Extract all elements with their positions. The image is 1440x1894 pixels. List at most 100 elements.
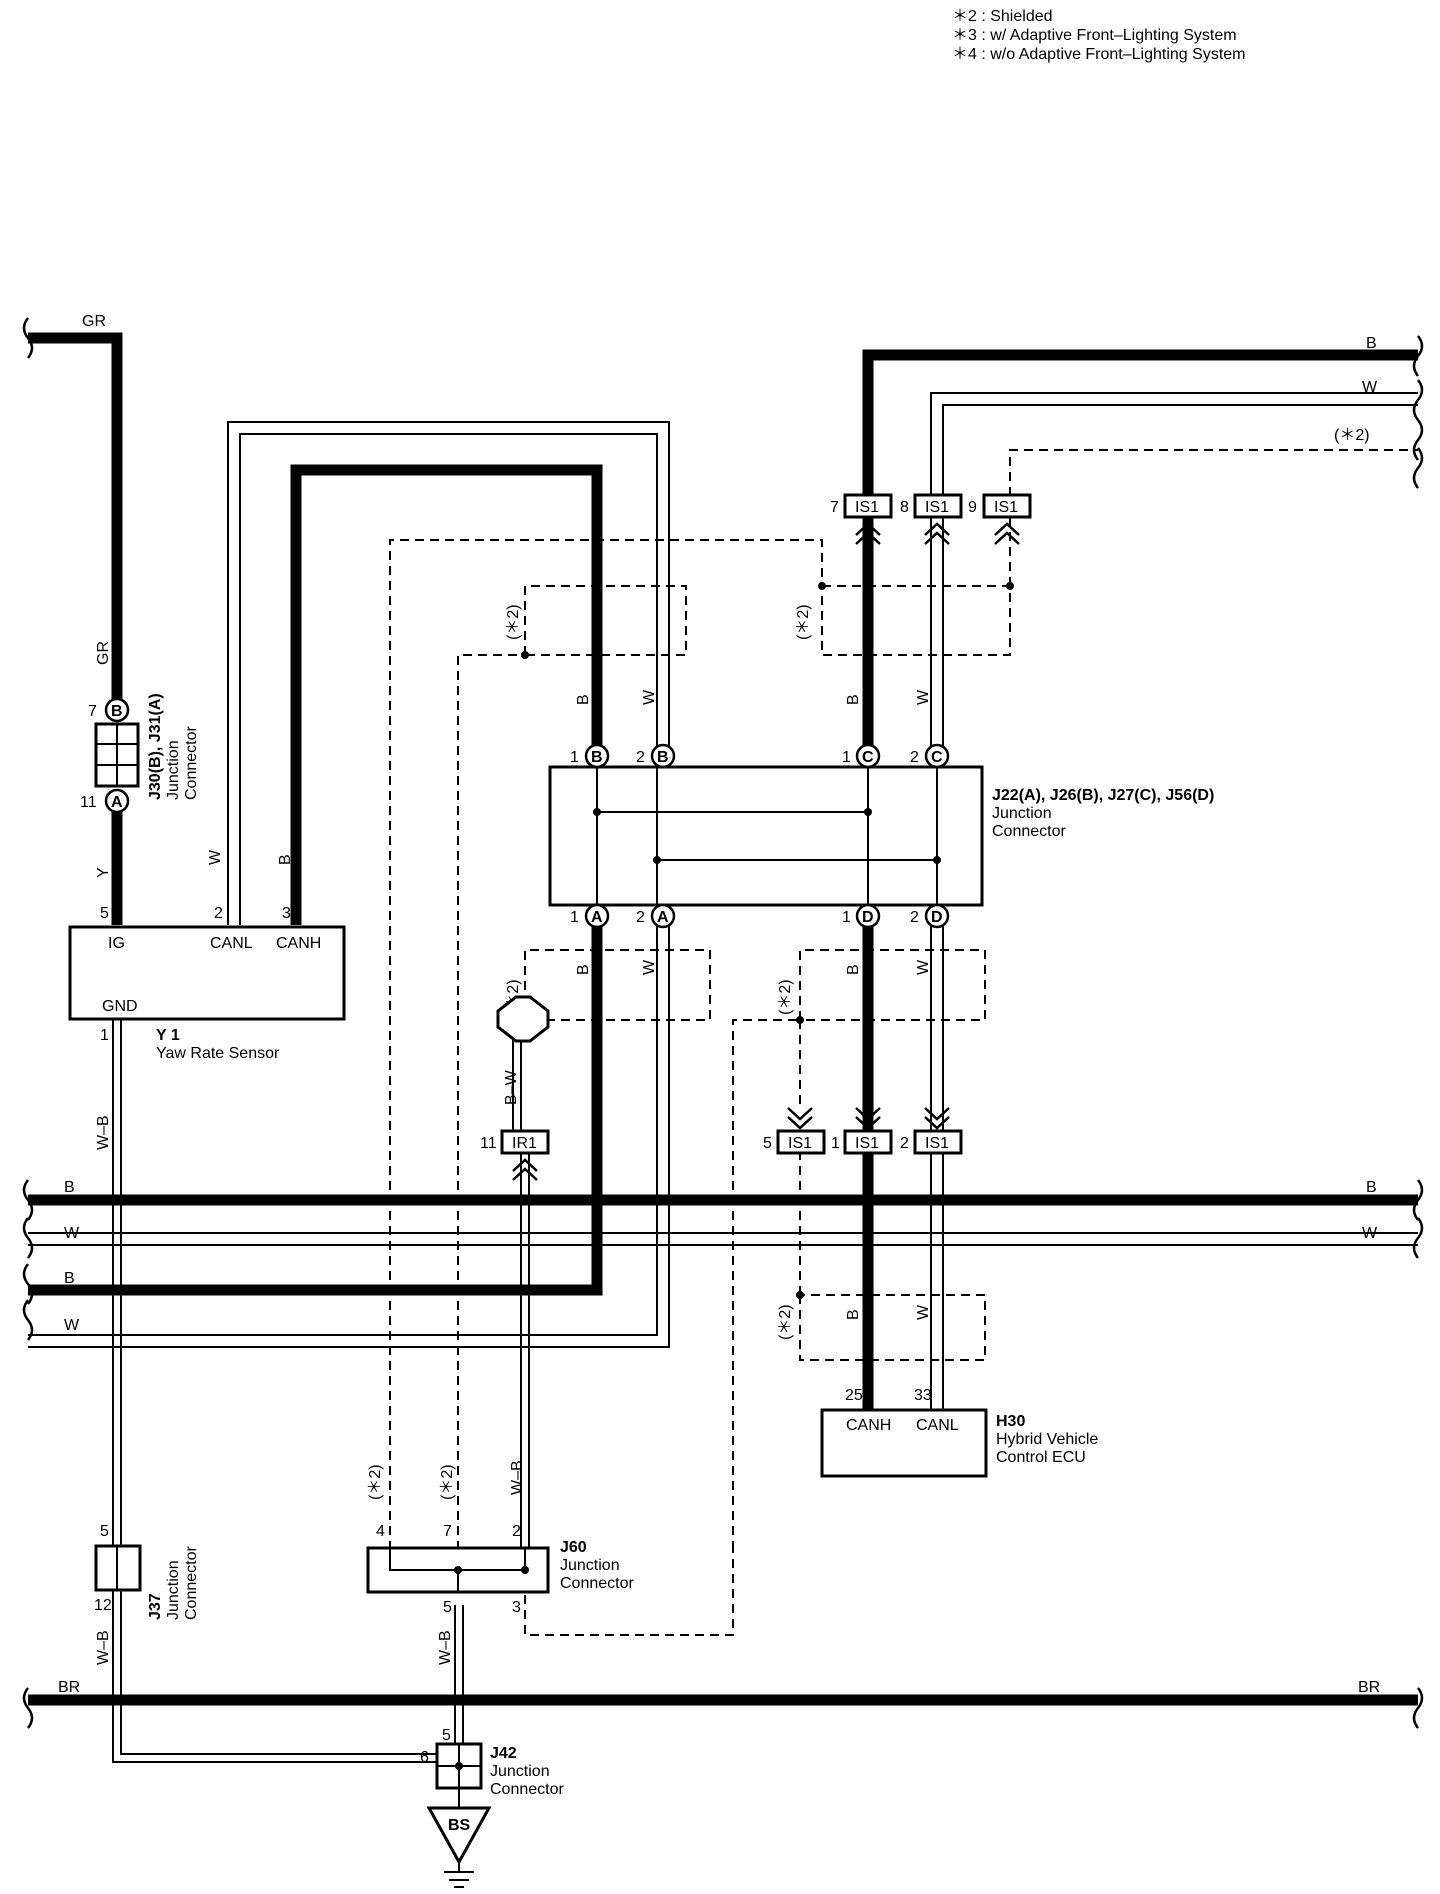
pin-number: 1 [842,749,851,766]
pin-number: 1 [100,1027,109,1044]
pin-number: 1 [570,749,579,766]
wire-labels: GR GR Y W B B W B W B W B W B W W–B W–B … [58,313,1380,1696]
connector-label: IS1 [788,1135,812,1152]
pin-number: 1 [831,1135,840,1152]
wire-label-gr: GR [95,641,112,665]
wire-label-w: W [915,1304,932,1320]
wire-label-wb: W–B [95,1630,112,1665]
wire-label-y: Y [95,867,112,878]
shield-mark: (＊2) [367,1464,384,1500]
ground-label: BS [448,1817,471,1834]
wire-label-gr: GR [82,313,106,330]
pin-tag: C [931,749,943,766]
connector-suffix: Connector [490,1781,564,1798]
component-desc: Hybrid Vehicle [996,1431,1098,1448]
wire-label-w: W [1362,1225,1378,1242]
wire-label-br: BR [58,1679,80,1696]
pin-tag: B [111,703,123,720]
j22-junction-connector: B B C C 1 2 1 2 A A D D 1 2 1 2 J22(A), … [548,743,1214,929]
wire-label-b: B [845,1309,862,1320]
wire-label-b: B [845,964,862,975]
pin-number: 5 [100,905,109,922]
wire-label-w: W [64,1225,80,1242]
note-without-afs: ＊4 : w/o Adaptive Front–Lighting System [952,46,1246,63]
pin-tag: C [862,749,874,766]
connector-type: Junction [490,1763,550,1780]
connector-type: Junction [165,1560,182,1620]
pin-number: 2 [636,909,645,926]
pin-number: 9 [968,499,977,516]
connector-type: Junction [560,1557,620,1574]
component-desc: Yaw Rate Sensor [156,1045,280,1062]
pin-tag: A [591,909,603,926]
terminal-gnd: GND [102,998,138,1015]
wire-label-b: B [575,964,592,975]
terminal-ig: IG [108,935,125,952]
connector-name: J30(B), J31(A) [147,693,164,800]
shield-mark: (＊2) [795,604,812,640]
ground-point-octagon [496,995,550,1043]
connector-name: J22(A), J26(B), J27(C), J56(D) [992,787,1214,804]
wire-breaks [22,317,1424,1729]
shield-mark: (＊2) [777,979,794,1015]
shield-dots [521,582,1014,1299]
connector-label: IR1 [512,1135,537,1152]
pin-number: 33 [914,1387,932,1404]
connector-type: Junction [992,805,1052,822]
h30-hybrid-vehicle-control-ecu: CANH CANL 25 33 H30 Hybrid Vehicle Contr… [820,1387,1098,1478]
pin-number: 2 [636,749,645,766]
legend-notes: ＊2 : Shielded ＊3 : w/ Adaptive Front–Lig… [952,8,1246,63]
shield-mark: (＊2) [777,1304,794,1340]
j60-junction-connector: 4 7 2 5 3 J60 Junction Connector [366,1523,634,1616]
pin-tag: B [591,749,603,766]
pin-number: 11 [480,1135,497,1152]
terminal-canl: CANL [916,1417,959,1434]
terminal-canl: CANL [210,935,253,952]
pin-number: 5 [442,1727,451,1744]
component-name: Y 1 [156,1027,180,1044]
connector-label: IS1 [925,499,949,516]
shield-mark: (＊2) [505,604,522,640]
wire-label-bw: B–W [503,1069,520,1105]
pin-number: 2 [214,905,223,922]
shield-mark: (＊2) [439,1464,456,1500]
thick-wires [28,332,1418,1706]
pin-number: 7 [443,1523,452,1540]
wire-label-b: B [575,694,592,705]
wire-label-wb: W–B [437,1630,454,1665]
j37-junction-connector: 5 12 J37 Junction Connector [94,1523,200,1620]
pin-tag: B [657,749,669,766]
component-desc: Control ECU [996,1449,1086,1466]
pin-number: 5 [763,1135,772,1152]
pin-number: 12 [94,1597,112,1614]
pin-number: 2 [910,749,919,766]
connector-label: IS1 [925,1135,949,1152]
y1-yaw-rate-sensor: IG CANL CANH GND 5 2 3 1 Y 1 Yaw Rate Se… [68,905,346,1062]
connector-type: Junction [165,740,182,800]
terminal-canh: CANH [276,935,321,952]
is1-connectors-top: IS1 IS1 IS1 7 8 9 [830,493,1032,545]
is1-connectors-mid: IS1 IS1 IS1 5 1 2 [763,1107,963,1155]
pin-number: 3 [512,1599,521,1616]
connector-name: J60 [560,1539,587,1556]
wire-label-b: B [845,694,862,705]
wire-label-w: W [207,849,224,865]
wire-label-w: W [915,689,932,705]
pin-number: 2 [512,1523,521,1540]
shield-mark: (＊2) [1334,427,1370,444]
connector-name: J37 [147,1593,164,1620]
connector-label: IS1 [855,1135,879,1152]
wire-label-b: B [64,1179,75,1196]
pin-tag: A [111,794,123,811]
wire-label-w: W [915,959,932,975]
pin-number: 5 [443,1599,452,1616]
j30-j31-junction-connector: B A 7 11 J30(B), J31(A) Junction Connect… [80,693,200,814]
pin-number: 3 [282,905,291,922]
pin-number: 4 [376,1523,385,1540]
pin-tag: A [657,909,669,926]
wire-label-w: W [64,1317,80,1334]
connector-suffix: Connector [992,823,1066,840]
j42-junction-connector: 5 6 J42 Junction Connector [420,1727,564,1808]
component-name: H30 [996,1413,1025,1430]
